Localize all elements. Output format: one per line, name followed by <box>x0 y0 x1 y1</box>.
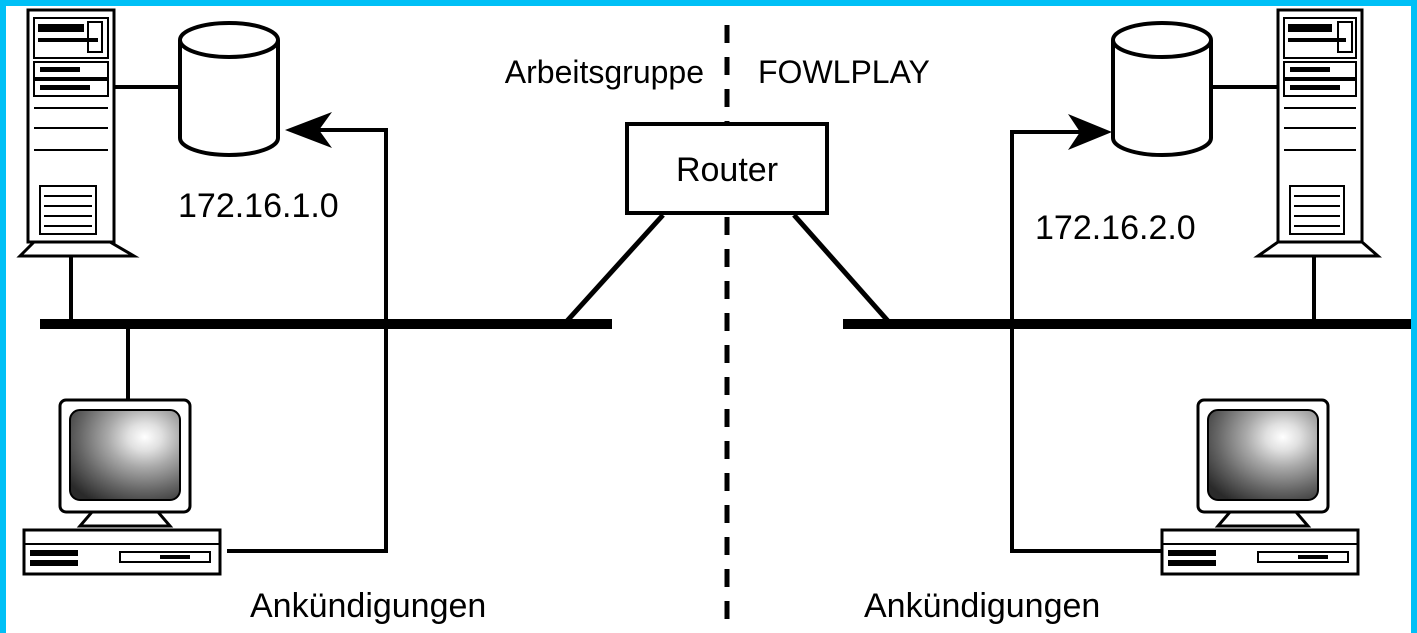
router-label: Router <box>676 151 778 189</box>
router-left-link <box>565 213 665 323</box>
router-box <box>625 122 829 215</box>
left-announcements-label: Ankündigungen <box>250 587 486 625</box>
left-database-icon <box>178 21 280 157</box>
router-right-link <box>792 213 890 323</box>
right-announcement-arrowhead <box>1068 114 1112 150</box>
workgroup-name: FOWLPLAY <box>758 54 930 90</box>
workgroup-label: Arbeitsgruppe <box>505 54 704 90</box>
right-database-icon <box>1111 21 1213 157</box>
right-announcements-label: Ankündigungen <box>864 587 1100 625</box>
left-announcement-path <box>227 128 388 553</box>
left-subnet-label: 172.16.1.0 <box>178 187 339 225</box>
left-workstation-icon <box>22 398 222 576</box>
right-subnet-label: 172.16.2.0 <box>1035 209 1196 247</box>
left-server-icon <box>16 8 140 258</box>
right-server-icon <box>1253 8 1382 258</box>
left-announcement-arrowhead <box>285 112 332 148</box>
right-announcement-path <box>1010 130 1166 553</box>
right-workstation-icon <box>1160 398 1360 576</box>
